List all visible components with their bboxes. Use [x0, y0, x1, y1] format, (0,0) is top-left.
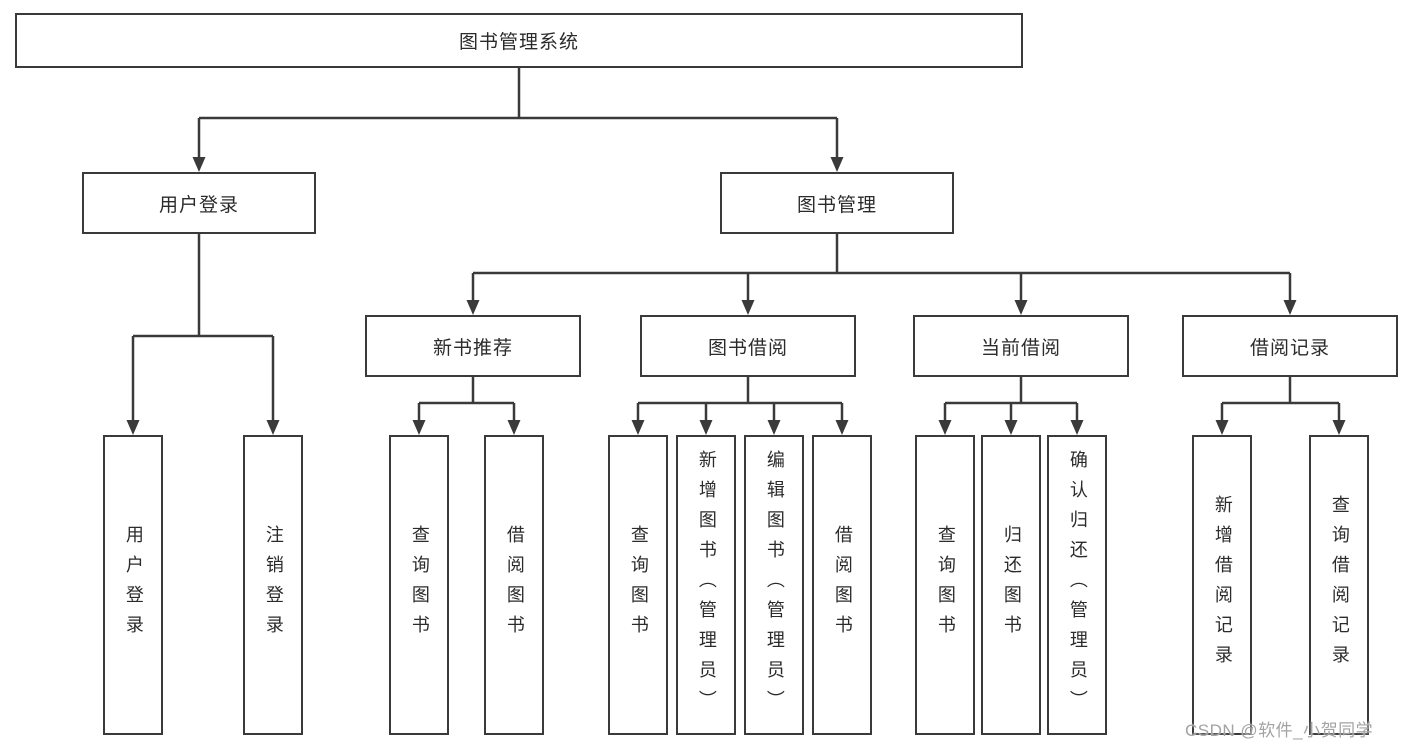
leaf-records-query-borrow-record: 查询借阅记录: [1309, 435, 1369, 735]
node-user-login: 用户登录: [82, 172, 316, 234]
leaf-label: 查询图书: [409, 525, 430, 645]
leaf-label: 注销登录: [263, 525, 284, 645]
node-new-book-recommendation: 新书推荐: [365, 315, 581, 377]
leaf-records-add-borrow-record: 新增借阅记录: [1192, 435, 1252, 735]
leaf-label: 查询图书: [628, 525, 649, 645]
leaf-label: 新增图书（管理员）: [696, 450, 717, 720]
leaf-borrow-add-books-admin: 新增图书（管理员）: [676, 435, 736, 735]
leaf-borrow-query-books: 查询图书: [608, 435, 668, 735]
leaf-label: 编辑图书（管理员）: [764, 450, 785, 720]
leaf-label: 确认归还（管理员）: [1067, 450, 1088, 720]
leaf-label: 新增借阅记录: [1212, 495, 1233, 675]
leaf-label: 查询借阅记录: [1329, 495, 1350, 675]
leaf-label: 借阅图书: [504, 525, 525, 645]
node-book-management: 图书管理: [720, 172, 954, 234]
leaf-logout: 注销登录: [243, 435, 303, 735]
leaf-label: 查询图书: [935, 525, 956, 645]
leaf-newrec-query-books: 查询图书: [389, 435, 449, 735]
leaf-label: 借阅图书: [832, 525, 853, 645]
leaf-label: 用户登录: [123, 525, 144, 645]
node-current-borrowing: 当前借阅: [913, 315, 1129, 377]
node-library-management-system: 图书管理系统: [15, 13, 1023, 68]
node-book-borrowing: 图书借阅: [640, 315, 856, 377]
leaf-current-query-books: 查询图书: [915, 435, 975, 735]
leaf-borrow-edit-books-admin: 编辑图书（管理员）: [744, 435, 804, 735]
leaf-current-return-books: 归还图书: [981, 435, 1041, 735]
csdn-watermark: CSDN @软件_小贺同学: [1185, 721, 1374, 740]
leaf-label: 归还图书: [1001, 525, 1022, 645]
leaf-user-login: 用户登录: [103, 435, 163, 735]
leaf-borrow-borrow-books: 借阅图书: [812, 435, 872, 735]
leaf-newrec-borrow-books: 借阅图书: [484, 435, 544, 735]
node-borrowing-records: 借阅记录: [1182, 315, 1398, 377]
leaf-current-confirm-return-admin: 确认归还（管理员）: [1047, 435, 1107, 735]
